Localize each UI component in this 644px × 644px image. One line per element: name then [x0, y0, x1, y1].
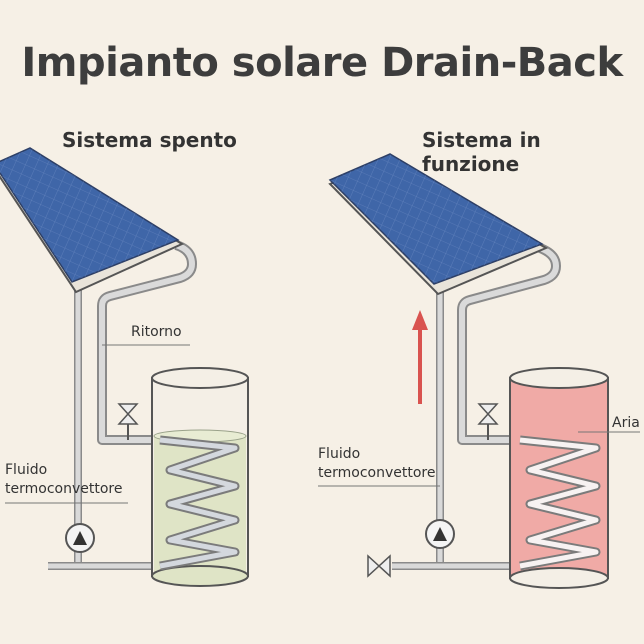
left-solar-collector [0, 147, 185, 294]
right-panel-subtitle: Sistema in funzione [422, 128, 541, 176]
right-valve-icon [477, 403, 499, 440]
label-right-fluid-line2: termoconvettore [318, 465, 436, 481]
left-system [0, 147, 249, 587]
left-pipes [48, 240, 197, 570]
label-aria: Aria [612, 415, 640, 431]
label-ritorno: Ritorno [131, 324, 182, 340]
right-pump-icon [425, 519, 455, 549]
label-left-fluid-line2: termoconvettore [5, 481, 123, 497]
label-right-fluid-line1: Fluido [318, 446, 361, 462]
label-left-fluid-line1: Fluido [5, 462, 48, 478]
left-panel-subtitle: Sistema spento [62, 128, 237, 152]
right-system [318, 153, 640, 589]
right-solar-collector [328, 153, 549, 296]
left-storage-tank [151, 367, 249, 587]
drain-valve-icon [367, 554, 391, 578]
right-storage-tank [509, 367, 609, 589]
flow-direction-arrow-icon [412, 310, 428, 404]
left-valve-icon [117, 403, 139, 440]
label-right-fluid: Fluido termoconvettore [318, 445, 438, 483]
diagram-title: Impianto solare Drain-Back [21, 40, 623, 86]
label-left-fluid: Fluido termoconvettore [5, 461, 135, 499]
left-pump-icon [65, 523, 95, 553]
